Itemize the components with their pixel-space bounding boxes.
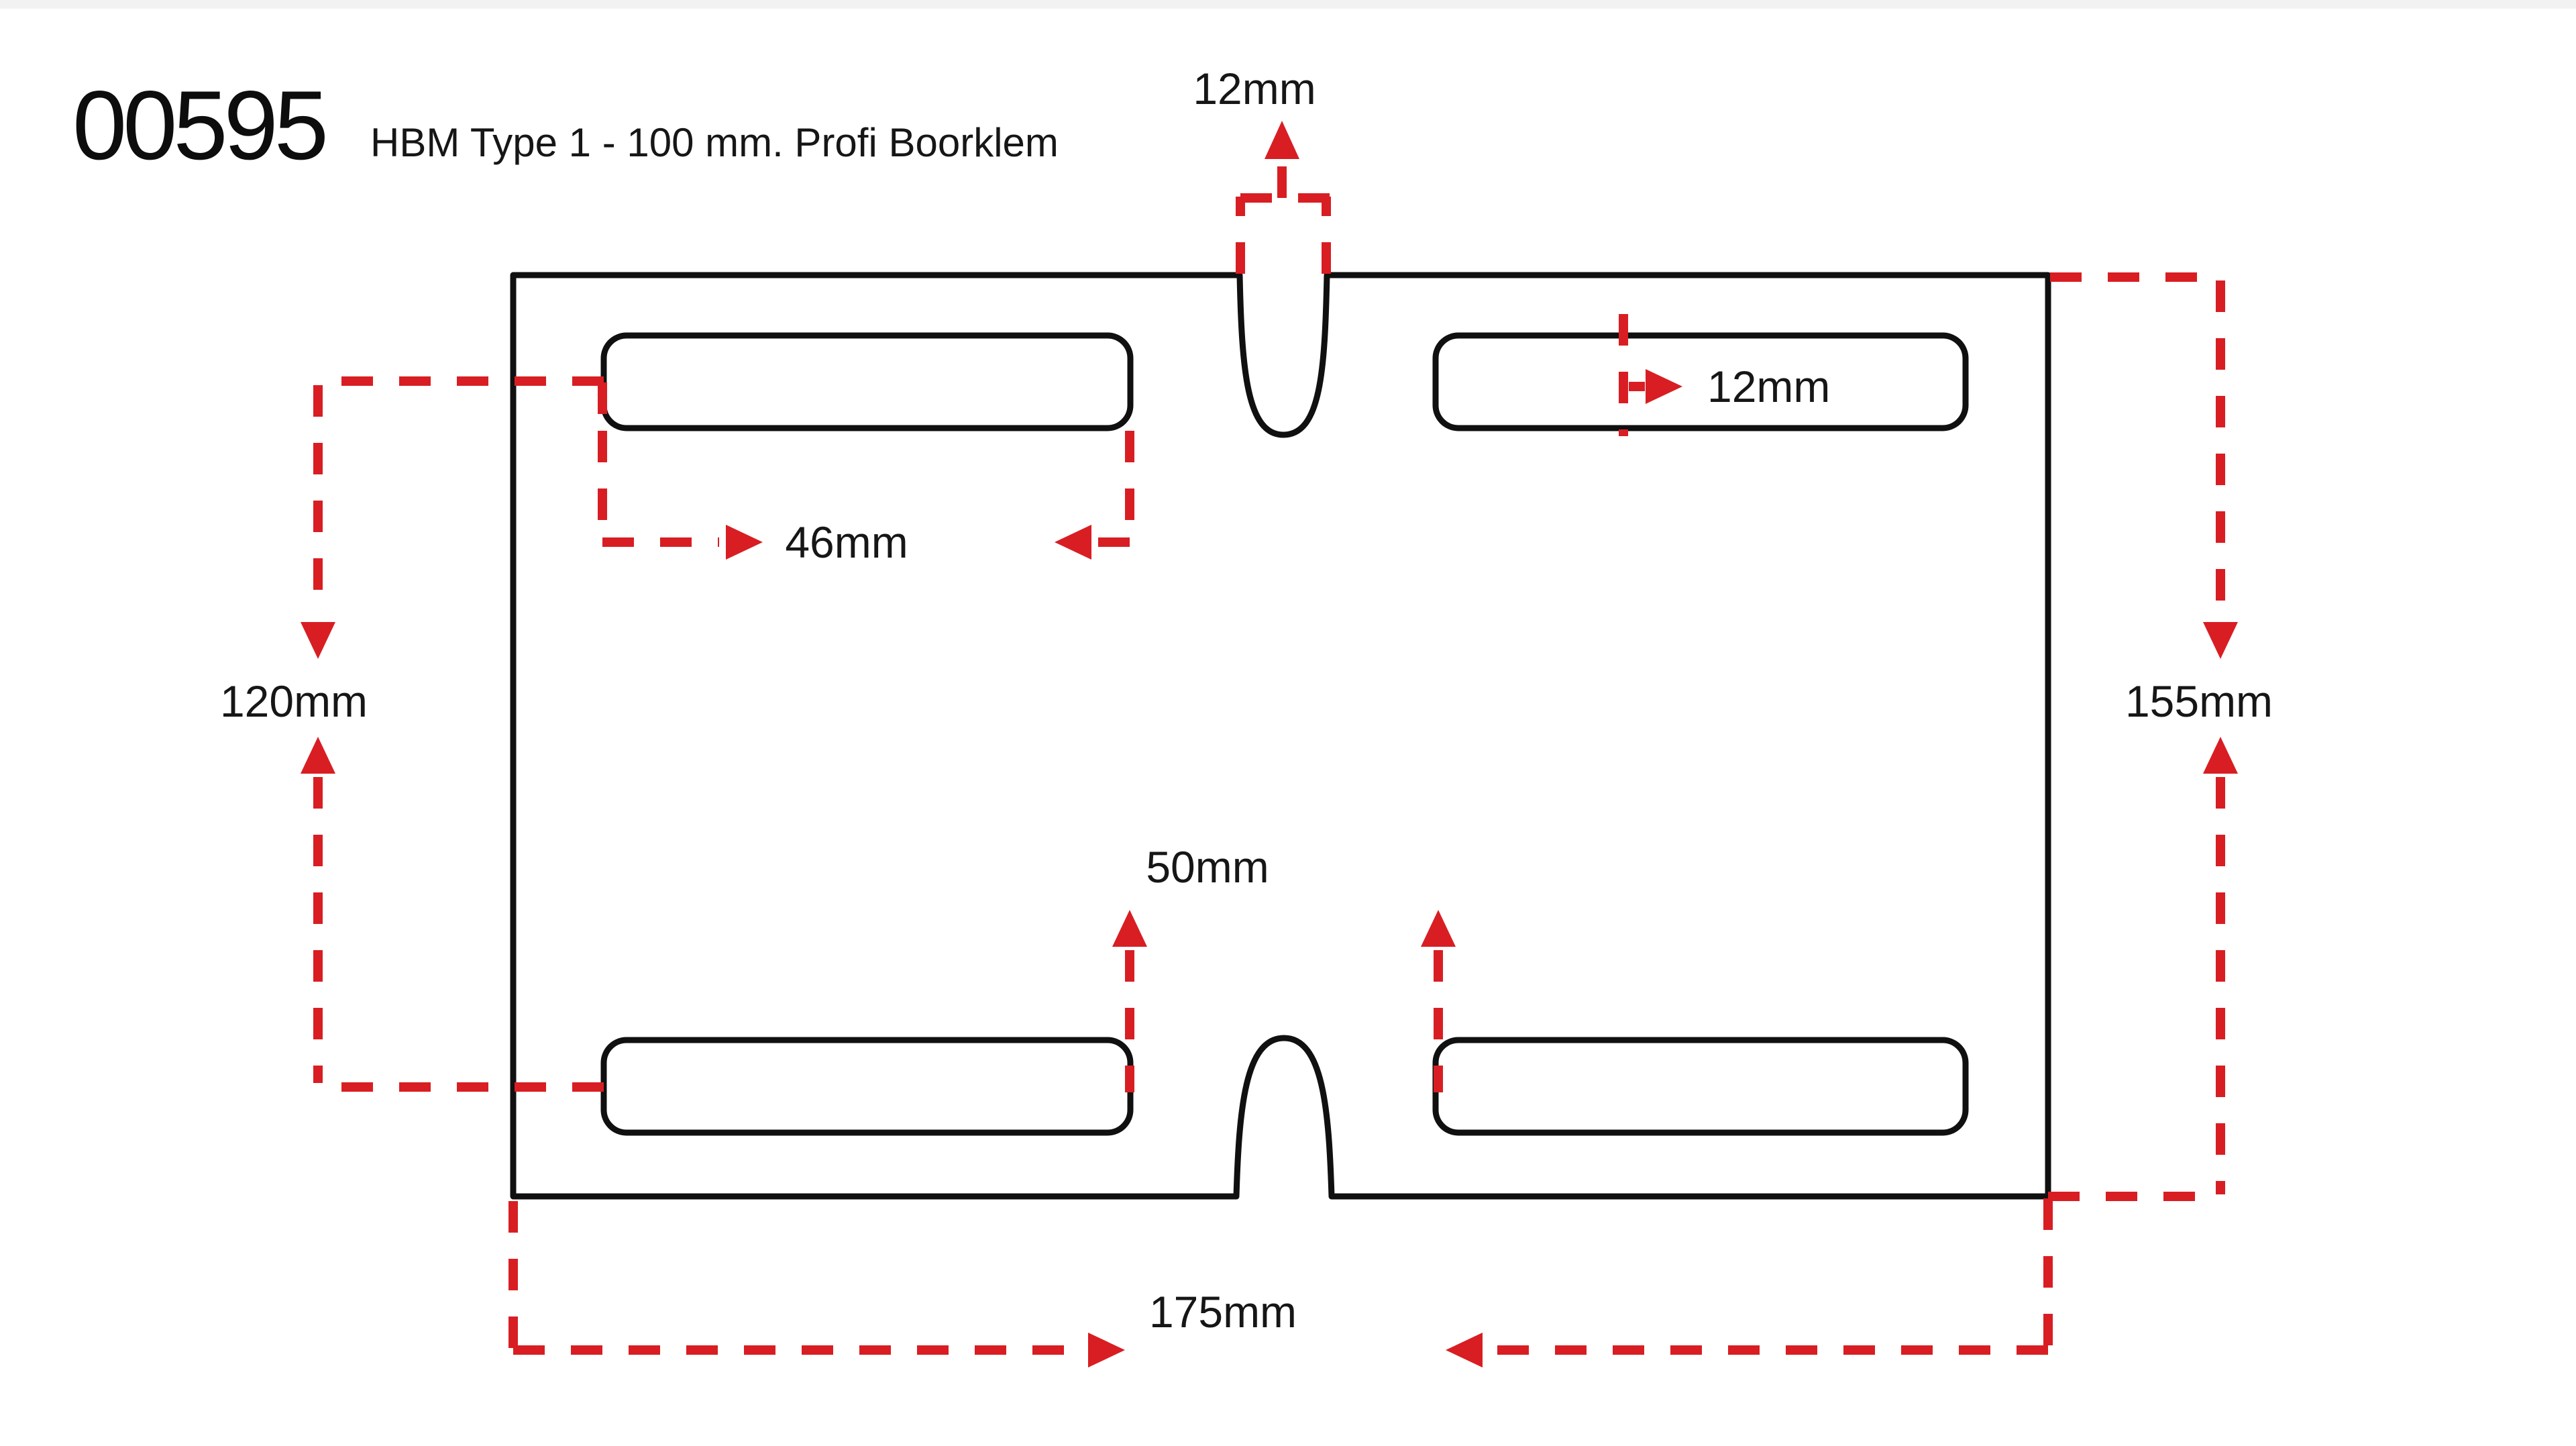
slot-top-right (1432, 332, 1969, 431)
dimension-plate-height: 155mm (2048, 272, 2273, 1201)
slot-bottom-left (600, 1037, 1134, 1136)
arrow-up-icon (1265, 121, 1299, 159)
arrow-down-icon (301, 622, 335, 659)
dim-label-slot-length: 46mm (785, 517, 908, 567)
arrow-up-icon (1421, 910, 1456, 947)
arrow-up-icon (2203, 737, 2238, 774)
dimension-slot-length: 46mm (598, 431, 1134, 567)
header: 00595 HBM Type 1 - 100 mm. Profi Boorkle… (72, 70, 1059, 180)
window-top-strip (0, 0, 2576, 9)
dim-label-slot-height: 12mm (1707, 362, 1830, 411)
dim-label-slot-gap: 50mm (1146, 842, 1269, 892)
arrow-up-icon (1112, 910, 1147, 947)
dim-label-top-notch: 12mm (1193, 64, 1316, 113)
slot-top-left (600, 332, 1134, 431)
dim-label-plate-height: 155mm (2125, 676, 2273, 726)
dim-label-row-spacing: 120mm (220, 676, 368, 726)
plate (510, 272, 2051, 1200)
arrow-up-icon (301, 737, 335, 774)
arrow-right-icon (726, 525, 763, 560)
slot-bottom-right (1432, 1037, 1969, 1136)
dimension-slot-height: 12mm (1619, 314, 1830, 436)
arrow-down-icon (2203, 622, 2238, 659)
arrow-left-icon (1446, 1333, 1483, 1367)
arrow-right-icon (1088, 1333, 1125, 1367)
arrow-right-icon (1646, 369, 1682, 404)
arrow-left-icon (1055, 525, 1091, 560)
dimension-plate-width: 175mm (508, 1198, 2053, 1367)
product-title: HBM Type 1 - 100 mm. Profi Boorklem (370, 120, 1059, 165)
sku-number: 00595 (72, 70, 325, 180)
dimension-top-notch-width: 12mm (1193, 64, 1332, 274)
dimension-bottom-slot-gap: 50mm (1112, 842, 1456, 1092)
dim-label-plate-width: 175mm (1149, 1287, 1297, 1337)
dimension-slot-row-spacing: 120mm (220, 376, 607, 1092)
